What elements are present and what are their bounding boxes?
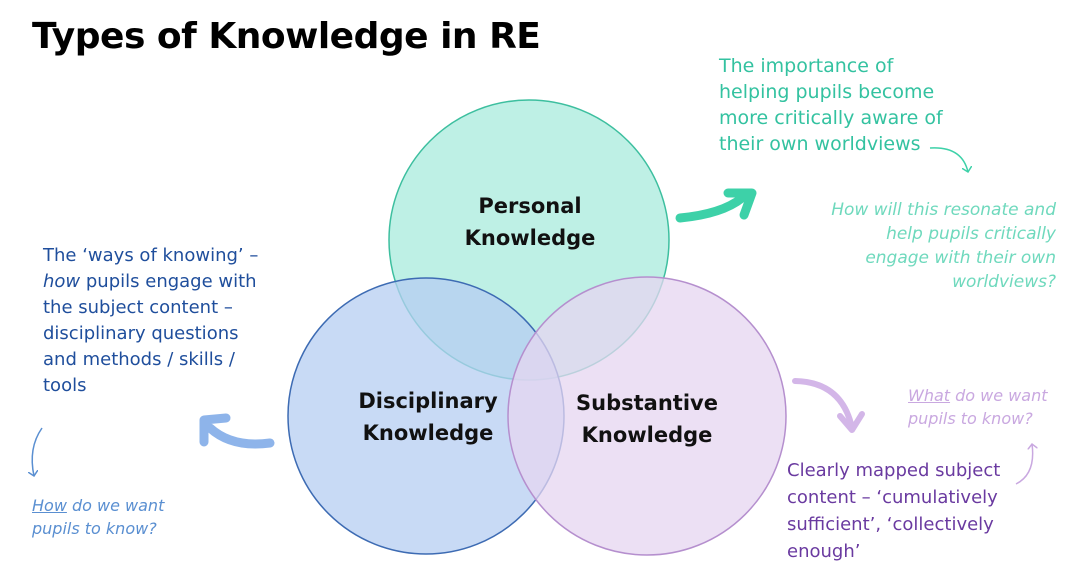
personal-question: How will this resonate and help pupils c… (831, 198, 1056, 294)
disciplinary-question-line: pupils to know? (32, 519, 157, 538)
personal-label-line1: Personal (478, 194, 581, 218)
personal-note-line: helping pupils become (719, 81, 935, 103)
personal-thin-arrow-icon (929, 147, 968, 172)
disciplinary-note: The ‘ways of knowing’ – how pupils engag… (43, 243, 258, 399)
substantive-note-line: enough’ (787, 541, 861, 562)
disciplinary-note-line: tools (43, 375, 87, 396)
substantive-question-line: pupils to know? (908, 409, 1033, 428)
substantive-question-line: What do we want (908, 384, 1047, 407)
disciplinary-question: How do we want pupils to know? (32, 494, 164, 540)
disciplinary-question-line: How do we want (32, 494, 164, 517)
personal-note-line: The importance of (719, 55, 894, 77)
personal-note: The importance of helping pupils become … (719, 53, 943, 157)
substantive-circle (507, 276, 787, 556)
personal-note-line: more critically aware of (719, 107, 943, 129)
personal-label-line2: Knowledge (465, 226, 596, 250)
slide-title: Types of Knowledge in RE (32, 16, 541, 57)
personal-question-line: How will this resonate and (831, 200, 1056, 220)
substantive-note-line: sufficient’, ‘collectively (787, 514, 994, 535)
substantive-note-line: content – ‘cumulatively (787, 487, 998, 508)
disciplinary-note-line: The ‘ways of knowing’ – (43, 245, 259, 266)
substantive-question-arrow-icon (1015, 444, 1033, 485)
disciplinary-note-line: how pupils engage with (43, 269, 258, 295)
disciplinary-note-text: pupils engage with (80, 271, 257, 292)
substantive-thin-arrow-icon (792, 378, 855, 431)
personal-question-line: engage with their own (865, 248, 1056, 268)
disciplinary-note-emphasis: how (43, 271, 81, 292)
personal-question-line: help pupils critically (886, 224, 1056, 244)
disciplinary-big-arrow-icon (199, 413, 275, 449)
substantive-label-line1: Substantive (576, 391, 718, 415)
disciplinary-question-key: How (32, 496, 67, 515)
substantive-note: Clearly mapped subject content – ‘cumula… (787, 457, 1000, 565)
substantive-question: What do we want pupils to know? (908, 384, 1047, 430)
disciplinary-note-line: disciplinary questions (43, 323, 239, 344)
disciplinary-note-line: and methods / skills / (43, 349, 235, 370)
disciplinary-label-line2: Knowledge (363, 421, 494, 445)
substantive-label-line2: Knowledge (582, 423, 713, 447)
personal-big-arrow-icon (675, 188, 757, 223)
disciplinary-note-line: the subject content – (43, 297, 233, 318)
substantive-question-key: What (908, 386, 951, 405)
personal-note-line: their own worldviews (719, 133, 921, 155)
disciplinary-label-line1: Disciplinary (358, 389, 498, 413)
personal-question-line: worldviews? (952, 272, 1056, 292)
substantive-thin-arrow-head-icon (837, 411, 865, 433)
substantive-question-text: do we want (950, 386, 1048, 405)
substantive-note-line: Clearly mapped subject (787, 460, 1001, 481)
disciplinary-question-text: do we want (66, 496, 165, 515)
disciplinary-thin-arrow-icon (32, 427, 43, 476)
